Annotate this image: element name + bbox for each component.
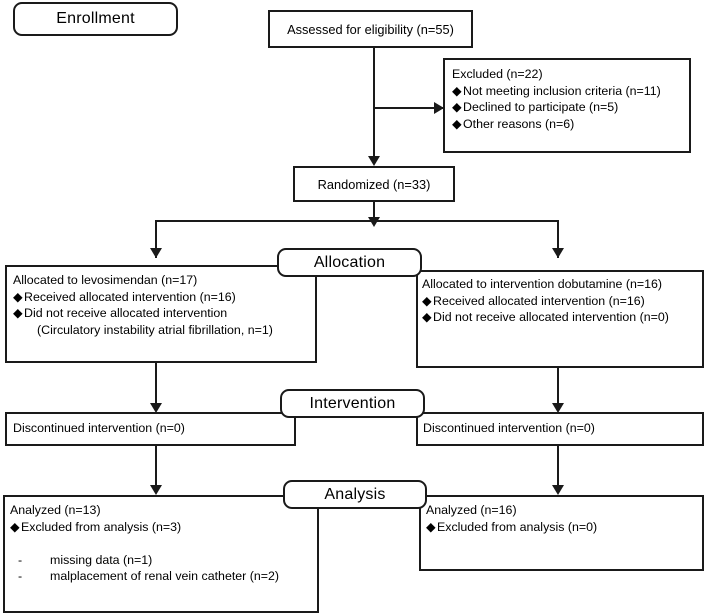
diamond-bullet-icon: ◆	[452, 100, 462, 114]
intervention-left-content: Discontinued intervention (n=0)	[13, 420, 293, 437]
connector-left-allocation-to-intervention	[155, 363, 157, 405]
arrowhead-assessed-to-excluded	[434, 102, 444, 114]
diamond-bullet-icon: ◆	[426, 519, 436, 534]
connector-split-to-left-allocation	[155, 220, 157, 258]
dash-bullet-icon: -	[18, 569, 23, 583]
randomized-text: Randomized (n=33)	[317, 176, 431, 192]
allocation-left-item-text: Did not receive allocated intervention	[24, 306, 228, 320]
assessed-for-eligibility-box: Assessed for eligibility (n=55)	[268, 10, 473, 48]
stage-label-allocation: Allocation	[277, 248, 422, 277]
diamond-bullet-icon: ◆	[452, 83, 462, 98]
intervention-left-box	[5, 412, 296, 446]
analysis-right-heading: Analyzed (n=16)	[426, 503, 517, 517]
arrowhead-right-allocation	[552, 248, 564, 258]
arrowhead-right-intervention	[552, 403, 564, 413]
excluded-box	[443, 58, 691, 153]
analysis-right-item: ◆Excluded from analysis (n=0)	[426, 519, 701, 536]
split-bar-allocation	[155, 220, 559, 222]
allocation-right-box	[416, 270, 704, 368]
arrowhead-left-intervention	[150, 403, 162, 413]
analysis-right-content: Analyzed (n=16) ◆Excluded from analysis …	[426, 502, 701, 535]
stage-label-analysis: Analysis	[283, 480, 427, 509]
allocation-left-item: ◆Received allocated intervention (n=16)	[13, 289, 313, 306]
diamond-bullet-icon: ◆	[10, 519, 20, 534]
stage-label-intervention-text: Intervention	[309, 394, 396, 412]
analysis-left-subitem: - malplacement of renal vein catheter (n=…	[10, 568, 316, 585]
connector-right-intervention-to-analysis	[557, 446, 559, 488]
connector-split-to-right-allocation	[557, 220, 559, 258]
allocation-right-content: Allocated to intervention dobutamine (n=…	[422, 276, 702, 326]
analysis-left-subitem-text: missing data (n=1)	[50, 552, 153, 567]
analysis-left-heading: Analyzed (n=13)	[10, 503, 101, 517]
analysis-left-item: ◆Excluded from analysis (n=3)	[10, 519, 316, 536]
stage-label-intervention: Intervention	[280, 389, 425, 418]
excluded-content: Excluded (n=22) ◆Not meeting inclusion c…	[452, 66, 688, 132]
intervention-left-text: Discontinued intervention (n=0)	[13, 421, 185, 435]
analysis-left-item-text: Excluded from analysis (n=3)	[21, 519, 182, 534]
randomized-box: Randomized (n=33)	[293, 166, 455, 202]
intervention-right-text: Discontinued intervention (n=0)	[423, 421, 595, 435]
connector-randomized-down	[373, 202, 375, 220]
diamond-bullet-icon: ◆	[13, 289, 23, 304]
connector-left-intervention-to-analysis	[155, 446, 157, 488]
excluded-reason-text: Declined to participate (n=5)	[463, 100, 619, 114]
analysis-left-subitem-text: malplacement of renal vein catheter (n=2…	[50, 569, 280, 583]
allocation-left-item-text: Received allocated intervention (n=16)	[24, 289, 236, 304]
diamond-bullet-icon: ◆	[13, 306, 23, 320]
allocation-right-item: ◆Received allocated intervention (n=16)	[422, 293, 702, 310]
dash-bullet-icon: -	[18, 552, 23, 567]
excluded-reason-text: Other reasons (n=6)	[463, 116, 575, 131]
analysis-left-box	[3, 495, 319, 613]
connector-assessed-to-randomized	[373, 48, 375, 158]
excluded-reason-text: Not meeting inclusion criteria (n=11)	[463, 83, 661, 98]
diamond-bullet-icon: ◆	[422, 293, 432, 308]
allocation-left-box	[5, 265, 317, 363]
arrowhead-randomized-down	[368, 217, 380, 227]
analysis-right-box	[419, 495, 704, 571]
assessed-for-eligibility-text: Assessed for eligibility (n=55)	[287, 21, 454, 37]
intervention-right-box	[416, 412, 704, 446]
allocation-right-item: ◆Did not receive allocated intervention …	[422, 309, 702, 326]
arrowhead-left-analysis	[150, 485, 162, 495]
stage-label-analysis-text: Analysis	[324, 485, 386, 503]
arrowhead-right-analysis	[552, 485, 564, 495]
allocation-right-item-text: Did not receive allocated intervention (…	[433, 310, 669, 324]
stage-label-enrollment: Enrollment	[13, 2, 178, 36]
analysis-left-spacer	[10, 535, 316, 552]
excluded-reason-item: ◆Not meeting inclusion criteria (n=11)	[452, 83, 688, 100]
intervention-right-content: Discontinued intervention (n=0)	[423, 420, 701, 437]
stage-label-enrollment-text: Enrollment	[56, 10, 135, 27]
excluded-reason-item: ◆Declined to participate (n=5)	[452, 99, 688, 116]
allocation-left-subnote: (Circulatory instability atrial fibrilla…	[37, 322, 273, 337]
allocation-right-heading: Allocated to intervention dobutamine (n=…	[422, 277, 663, 291]
arrowhead-left-allocation	[150, 248, 162, 258]
analysis-right-item-text: Excluded from analysis (n=0)	[437, 519, 598, 534]
diamond-bullet-icon: ◆	[422, 310, 432, 324]
connector-right-allocation-to-intervention	[557, 368, 559, 405]
arrowhead-assessed-to-randomized	[368, 156, 380, 166]
allocation-left-heading: Allocated to levosimendan (n=17)	[13, 273, 198, 287]
excluded-reason-item: ◆Other reasons (n=6)	[452, 116, 688, 133]
allocation-right-item-text: Received allocated intervention (n=16)	[433, 293, 645, 308]
allocation-left-item: ◆Did not receive allocated intervention	[13, 305, 313, 322]
stage-label-allocation-text: Allocation	[313, 253, 386, 271]
allocation-left-content: Allocated to levosimendan (n=17) ◆Receiv…	[13, 272, 313, 338]
diamond-bullet-icon: ◆	[452, 116, 462, 131]
excluded-heading: Excluded (n=22)	[452, 67, 543, 81]
analysis-left-subitem: - missing data (n=1)	[10, 552, 316, 569]
analysis-left-content: Analyzed (n=13) ◆Excluded from analysis …	[10, 502, 316, 585]
connector-assessed-to-excluded	[373, 107, 443, 109]
